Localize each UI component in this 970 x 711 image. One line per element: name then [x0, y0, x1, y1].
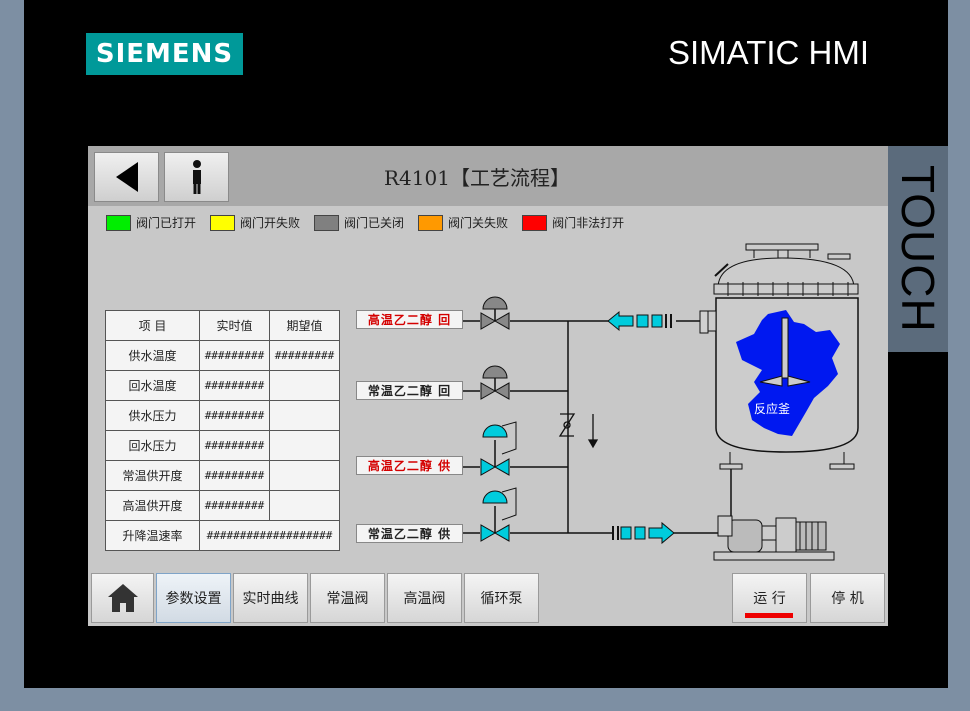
parameter-table: 项 目 实时值 期望值 供水温度 ######### ######### 回水温… [105, 310, 340, 551]
table-row: 供水压力 ######### [105, 400, 340, 431]
label-hot-supply: 高温乙二醇 供 [356, 456, 463, 475]
label-normal-return: 常温乙二醇 回 [356, 381, 463, 400]
row-actual-value: ######### [199, 490, 270, 521]
row-target-value [269, 400, 340, 431]
stop-button[interactable]: 停 机 [810, 573, 885, 623]
user-button[interactable] [164, 152, 229, 202]
reactor-tank [707, 243, 859, 470]
return-flow-arrow [607, 310, 709, 334]
valve-hot-supply[interactable] [480, 421, 517, 476]
header-actual: 实时值 [199, 310, 270, 341]
legend-item: 阀门已打开 [106, 214, 196, 231]
legend-label: 阀门开失败 [240, 216, 301, 230]
row-actual-value: ################### [199, 520, 340, 551]
row-actual-value: ######### [199, 460, 270, 491]
row-actual-value: ######### [199, 400, 270, 431]
row-item: 供水压力 [105, 400, 200, 431]
table-row: 升降温速率 ################### [105, 520, 340, 551]
row-item: 高温供开度 [105, 490, 200, 521]
supply-flow-arrow [612, 521, 675, 545]
header-target: 期望值 [269, 310, 340, 341]
hot-valve-button[interactable]: 高温阀 [387, 573, 462, 623]
run-button[interactable]: 运 行 [732, 573, 807, 623]
pipe-lines [463, 320, 732, 534]
check-valve-icon [558, 413, 599, 449]
row-target-value [269, 460, 340, 491]
row-actual-value: ######### [199, 430, 270, 461]
screen-title: R4101【工艺流程】 [384, 166, 570, 190]
trend-button[interactable]: 实时曲线 [233, 573, 308, 623]
normal-valve-button[interactable]: 常温阀 [310, 573, 385, 623]
valve-legend: 阀门已打开 阀门开失败 阀门已关闭 阀门关失败 阀门非法打开 [106, 214, 638, 231]
legend-item: 阀门开失败 [210, 214, 300, 231]
row-actual-value: ######### [199, 340, 270, 371]
table-header-row: 项 目 实时值 期望值 [105, 310, 340, 341]
legend-swatch [522, 214, 548, 231]
bottom-nav: 参数设置 实时曲线 常温阀 高温阀 循环泵 运 行 停 机 [88, 572, 888, 626]
legend-label: 阀门关失败 [448, 216, 509, 230]
row-target-value [269, 490, 340, 521]
home-icon [107, 584, 138, 612]
params-button[interactable]: 参数设置 [156, 573, 231, 623]
row-actual-value: ######### [199, 370, 270, 401]
row-item: 供水温度 [105, 340, 200, 371]
legend-swatch [210, 214, 236, 231]
product-name: SIMATIC HMI [668, 34, 870, 71]
table-row: 回水压力 ######### [105, 430, 340, 461]
label-normal-supply: 常温乙二醇 供 [356, 524, 463, 543]
reactor-label: 反应釜 [754, 402, 791, 416]
table-row: 常温供开度 ######### [105, 460, 340, 491]
legend-swatch [314, 214, 340, 231]
circulation-pump [713, 515, 835, 561]
pump-button[interactable]: 循环泵 [464, 573, 539, 623]
row-target-value[interactable]: ######### [269, 340, 340, 371]
siemens-logo: SIEMENS [86, 33, 243, 75]
user-icon [192, 160, 201, 194]
header-item: 项 目 [105, 310, 200, 341]
back-button[interactable] [94, 152, 159, 202]
run-label: 运 行 [753, 591, 786, 607]
label-hot-return: 高温乙二醇 回 [356, 310, 463, 329]
legend-label: 阀门已打开 [136, 216, 197, 230]
row-item: 升降温速率 [105, 520, 200, 551]
home-button[interactable] [91, 573, 154, 623]
legend-swatch [418, 214, 444, 231]
legend-label: 阀门已关闭 [344, 216, 405, 230]
valve-normal-return[interactable] [480, 365, 510, 400]
hmi-screen: R4101【工艺流程】 阀门已打开 阀门开失败 阀门已关闭 阀门关失败 阀门非法… [88, 146, 888, 626]
legend-item: 阀门关失败 [418, 214, 508, 231]
row-item: 常温供开度 [105, 460, 200, 491]
legend-swatch [106, 214, 131, 231]
legend-label: 阀门非法打开 [552, 216, 625, 230]
touch-label: TOUCH [888, 146, 948, 352]
legend-item: 阀门非法打开 [522, 214, 624, 231]
row-target-value [269, 430, 340, 461]
row-item: 回水温度 [105, 370, 200, 401]
table-row: 回水温度 ######### [105, 370, 340, 401]
legend-item: 阀门已关闭 [314, 214, 404, 231]
row-target-value [269, 370, 340, 401]
run-indicator [745, 613, 793, 618]
valve-hot-return[interactable] [480, 296, 510, 330]
table-row: 高温供开度 ######### [105, 490, 340, 521]
back-arrow-icon [115, 162, 138, 192]
row-item: 回水压力 [105, 430, 200, 461]
valve-normal-supply[interactable] [480, 487, 517, 542]
table-row: 供水温度 ######### ######### [105, 340, 340, 371]
header-bar: R4101【工艺流程】 [88, 146, 888, 206]
